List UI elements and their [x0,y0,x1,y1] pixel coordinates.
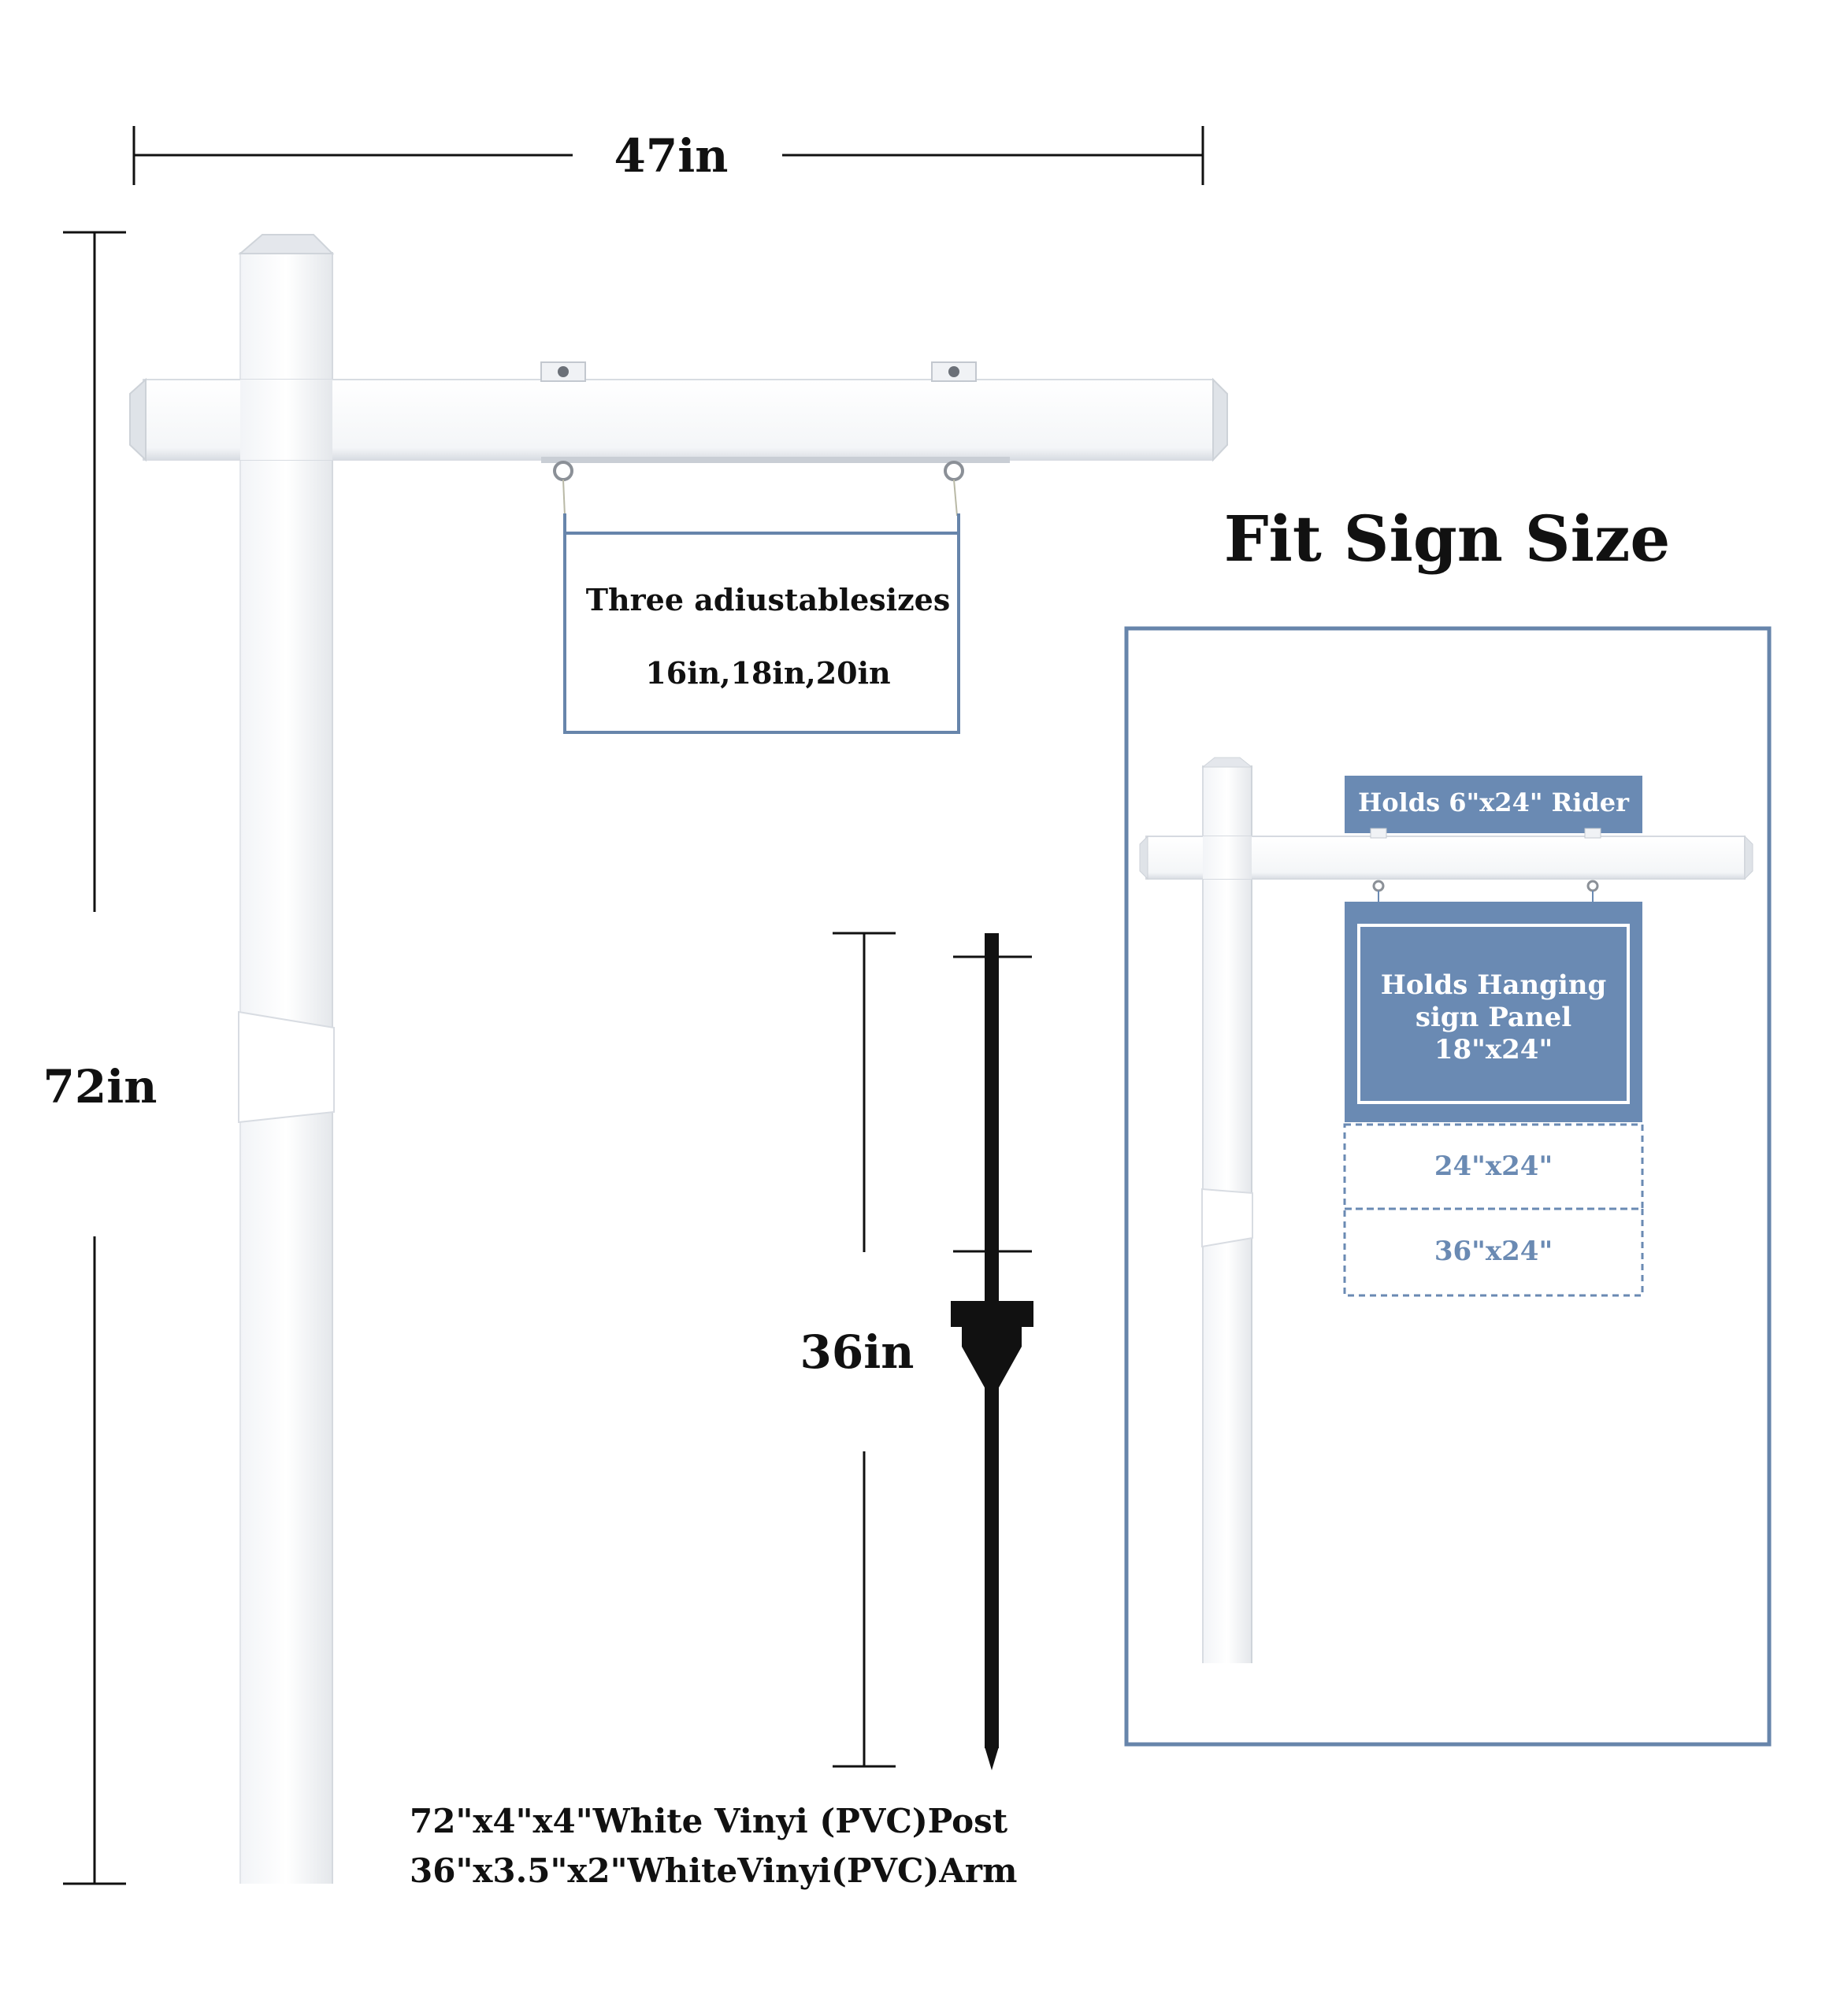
adjustable-sign: Three adiustablesizes 16in,18in,20in [563,513,960,734]
hanging-line2: sign Panel [1416,1002,1571,1033]
size-24-label: 24"x24" [1434,1151,1553,1182]
arm [129,361,1228,517]
width-dimension: 47in [132,126,1204,185]
post-cap [238,234,335,254]
ground-stake [951,933,1033,1770]
width-label: 47in [614,129,729,183]
stake-flange [951,1301,1033,1388]
size-36-label: 36"x24" [1434,1236,1553,1267]
arm-left-cap [129,377,147,462]
spec-line2: 36"x3.5"x2"WhiteVinyi(PVC)Arm [410,1851,1017,1890]
hanging-line3: 18"x24" [1434,1034,1553,1065]
stake-dimension: 36in [800,932,915,1768]
main-post [238,234,335,1884]
size-36-box [1343,1207,1644,1297]
fit-panel-title: Fit Sign Size [1224,502,1671,576]
stake-label: 36in [800,1325,915,1379]
eye-hook-right [944,461,964,481]
hanging-sign-panel [1345,902,1642,1122]
rider-label: Holds 6"x24" Rider [1358,788,1630,817]
eye-hook-left [553,461,573,481]
adjust-line2: 16in,18in,20in [645,655,890,691]
mini-post-collar [1201,1188,1253,1248]
fit-sign-panel: Holds 6"x24" Rider Holds Hanging sign Pa… [1124,626,1772,1747]
post-collar [238,1010,335,1124]
height-dimension: 72in [43,231,158,1885]
arm-right-cap [1212,377,1228,462]
spec-line1: 72"x4"x4"White Vinyi (PVC)Post [410,1802,1008,1840]
height-label: 72in [43,1060,158,1114]
rider-panel [1345,776,1642,833]
adjust-line1: Three adiustablesizes [586,582,951,617]
hanging-line1: Holds Hanging [1381,969,1607,1001]
